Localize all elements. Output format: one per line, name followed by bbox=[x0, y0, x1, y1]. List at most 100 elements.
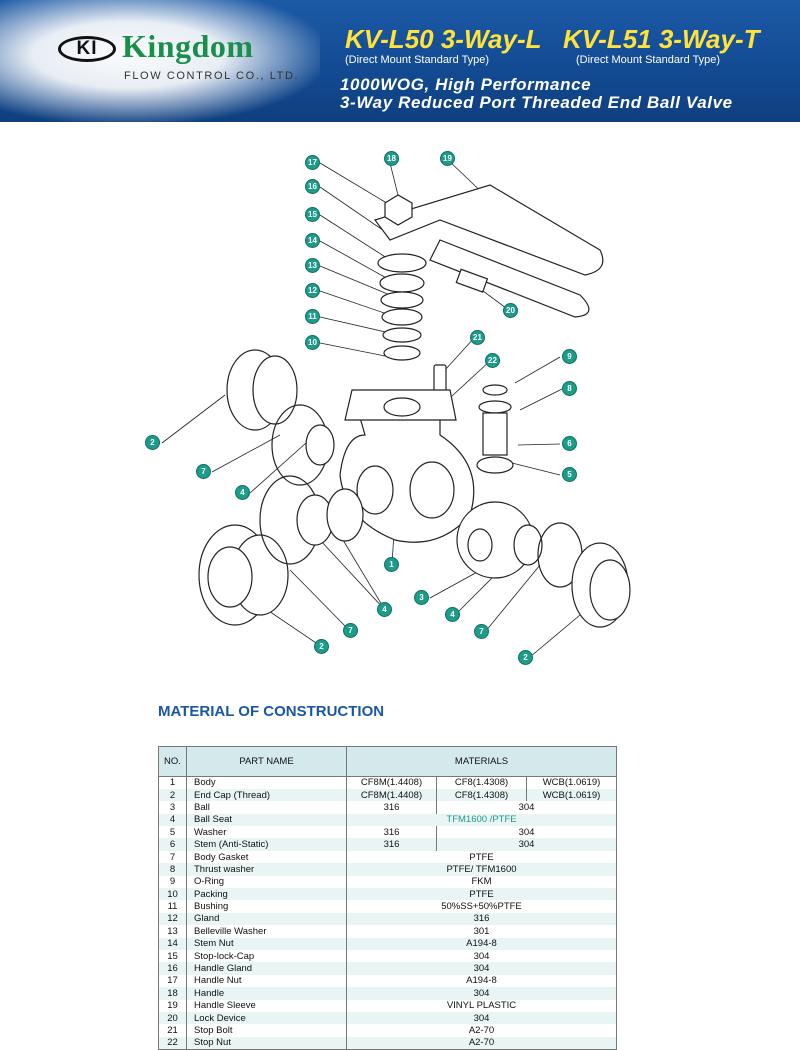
exploded-view-diagram: 17 18 19 16 15 14 13 12 11 10 21 22 9 8 … bbox=[140, 145, 640, 670]
callout-7-lower: 7 bbox=[343, 623, 358, 638]
callout-7-right: 7 bbox=[474, 624, 489, 639]
part-name: Stop-lock-Cap bbox=[186, 949, 347, 963]
callout-19: 19 bbox=[440, 151, 455, 166]
model-subtitle-l50: (Direct Mount Standard Type) bbox=[345, 54, 490, 66]
material-cell: 316 bbox=[383, 801, 400, 813]
material-cell: 304 bbox=[346, 987, 617, 1000]
callout-3: 3 bbox=[414, 590, 429, 605]
part-number: 17 bbox=[158, 974, 187, 988]
company-subtitle: FLOW CONTROL CO., LTD. bbox=[124, 70, 300, 82]
material-cell: WCB(1.0619) bbox=[526, 788, 617, 802]
callout-1: 1 bbox=[384, 557, 399, 572]
material-cell: CF8M(1.4408) bbox=[360, 777, 423, 789]
model-title-l51: KV-L51 3-Way-T bbox=[563, 24, 760, 54]
callout-2-lower: 2 bbox=[314, 639, 329, 654]
logo-glow bbox=[0, 0, 320, 122]
callout-8: 8 bbox=[562, 381, 577, 396]
part-number: 18 bbox=[158, 987, 187, 1000]
header-materials: MATERIALS bbox=[346, 746, 617, 777]
company-name: Kingdom bbox=[122, 28, 254, 64]
part-number: 9 bbox=[158, 875, 187, 889]
callout-10: 10 bbox=[305, 335, 320, 350]
callout-16: 16 bbox=[305, 179, 320, 194]
material-cell: 304 bbox=[346, 949, 617, 963]
part-number: 5 bbox=[158, 826, 187, 839]
part-number: 19 bbox=[158, 999, 187, 1012]
material-cell: A2-70 bbox=[346, 1024, 617, 1037]
part-name: Ball bbox=[186, 801, 347, 814]
company-logo-badge: KI bbox=[58, 36, 116, 62]
part-name: Body bbox=[186, 776, 347, 789]
material-cell: TFM1600 /PTFE bbox=[346, 813, 617, 827]
part-number: 21 bbox=[158, 1024, 187, 1037]
callout-4-upper: 4 bbox=[235, 485, 250, 500]
part-name: Stem Nut bbox=[186, 937, 347, 950]
callout-7-upper: 7 bbox=[196, 464, 211, 479]
callout-2-right: 2 bbox=[518, 650, 533, 665]
part-number: 6 bbox=[158, 838, 187, 851]
part-name: Handle bbox=[186, 987, 347, 1000]
part-number: 1 bbox=[158, 776, 187, 789]
header-banner: KI Kingdom FLOW CONTROL CO., LTD. KV-L50… bbox=[0, 0, 800, 122]
material-cell: 304 bbox=[436, 826, 617, 839]
material-cell: 304 bbox=[436, 838, 617, 851]
part-number: 16 bbox=[158, 962, 187, 975]
part-name: Stem (Anti-Static) bbox=[186, 838, 347, 851]
material-cell: 316 bbox=[346, 838, 437, 851]
part-name: O-Ring bbox=[186, 875, 347, 889]
material-cell: PTFE bbox=[346, 850, 617, 864]
part-number: 22 bbox=[158, 1036, 187, 1050]
callout-5: 5 bbox=[562, 467, 577, 482]
material-cell: 316 bbox=[383, 826, 400, 838]
callout-14: 14 bbox=[305, 233, 320, 248]
part-number: 2 bbox=[158, 788, 187, 802]
callout-12: 12 bbox=[305, 283, 320, 298]
callout-18: 18 bbox=[384, 151, 399, 166]
section-title: MATERIAL OF CONSTRUCTION bbox=[158, 703, 385, 720]
part-name: Gland bbox=[186, 912, 347, 926]
part-number: 11 bbox=[158, 900, 187, 913]
part-number: 7 bbox=[158, 850, 187, 864]
table-header-row: NO. PART NAME MATERIALS bbox=[158, 746, 617, 777]
part-number: 20 bbox=[158, 1011, 187, 1025]
material-cell: A194-8 bbox=[346, 974, 617, 988]
part-name: Stop Bolt bbox=[186, 1024, 347, 1037]
material-cell: FKM bbox=[346, 875, 617, 889]
material-cell: CF8(1.4308) bbox=[436, 776, 527, 789]
callout-4-lower: 4 bbox=[377, 602, 392, 617]
model-subtitle-l51: (Direct Mount Standard Type) bbox=[576, 54, 721, 66]
part-name: Packing bbox=[186, 888, 347, 901]
part-number: 8 bbox=[158, 863, 187, 876]
callout-2-upper: 2 bbox=[145, 435, 160, 450]
callout-21: 21 bbox=[470, 330, 485, 345]
material-cell: A2-70 bbox=[346, 1036, 617, 1050]
part-name: Ball Seat bbox=[186, 813, 347, 827]
material-cell: CF8(1.4308) bbox=[436, 788, 527, 802]
material-cell: 304 bbox=[436, 801, 617, 814]
material-cell: 304 bbox=[346, 962, 617, 975]
material-cell: CF8M(1.4408) bbox=[346, 788, 437, 802]
callout-4-right: 4 bbox=[445, 607, 460, 622]
part-number: 13 bbox=[158, 925, 187, 938]
part-number: 14 bbox=[158, 937, 187, 950]
callout-20: 20 bbox=[503, 303, 518, 318]
part-name: Belleville Washer bbox=[186, 925, 347, 938]
material-cell: 301 bbox=[346, 925, 617, 938]
